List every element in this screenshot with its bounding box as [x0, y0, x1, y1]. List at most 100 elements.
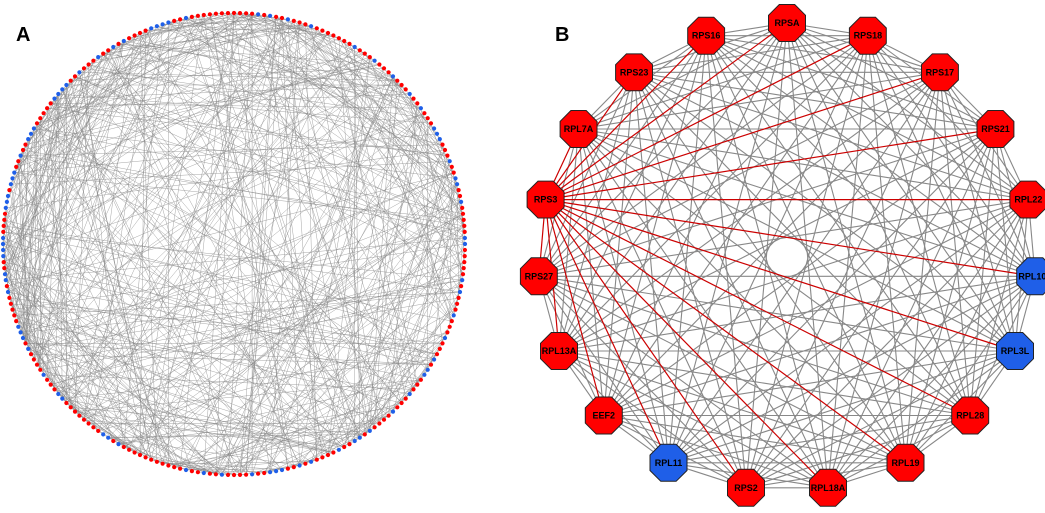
network-a-node	[5, 289, 11, 295]
network-a-node	[116, 442, 121, 447]
network-a-edge	[293, 309, 456, 468]
network-a-node	[121, 38, 126, 44]
node-label: RPS27	[525, 271, 554, 281]
network-a-edge	[83, 419, 345, 448]
network-a-node	[285, 466, 290, 471]
network-a-node	[8, 182, 13, 187]
network-a-node	[456, 295, 461, 300]
network-a-edge	[20, 155, 283, 471]
network-a-node	[279, 467, 285, 473]
network-a-node	[91, 425, 96, 430]
network-b-edge	[668, 414, 971, 464]
network-a-edge	[74, 64, 89, 412]
network-a-edge	[392, 76, 454, 173]
network-a-node	[20, 335, 26, 341]
network-a-node	[154, 459, 159, 464]
network-a-node	[219, 472, 224, 477]
network-a-node	[462, 260, 467, 265]
network-a-edge	[66, 50, 360, 404]
network-b-edge	[578, 128, 906, 464]
network-a-node	[31, 126, 36, 131]
network-a-edge	[123, 225, 465, 448]
network-a-node	[425, 116, 430, 121]
network-a-edge	[25, 50, 109, 344]
network-a-edge	[129, 37, 421, 109]
network-a-edge	[145, 16, 277, 31]
network-a-node	[347, 41, 352, 47]
network-a-edge	[191, 149, 446, 472]
network-b-node-rps17: RPS17	[921, 53, 959, 92]
network-a-edge	[233, 12, 428, 370]
network-a-edge	[50, 13, 253, 104]
network-b-edge	[578, 35, 869, 130]
network-b-edge	[558, 71, 941, 352]
panel-a-label: A	[16, 24, 31, 46]
network-a-edge	[203, 14, 454, 173]
node-label: RPL7A	[564, 124, 594, 134]
network-a-node	[262, 12, 267, 18]
network-b-node-eef2: EEF2	[584, 396, 623, 435]
network-a-node	[231, 10, 237, 16]
network-b-edge	[867, 35, 971, 416]
network-a-node	[297, 463, 302, 468]
network-a-node	[268, 13, 273, 18]
network-a-edge	[79, 213, 464, 416]
network-a-node	[244, 11, 249, 16]
network-a-edge	[25, 343, 146, 458]
network-a-node	[34, 121, 40, 126]
network-a-edge	[4, 133, 32, 269]
node-label: RPSA	[774, 18, 800, 28]
network-a-edge	[269, 22, 300, 473]
network-a-edge	[50, 103, 448, 156]
network-a-node	[362, 432, 367, 437]
network-a-node	[381, 66, 387, 71]
network-b-edge	[939, 72, 1036, 277]
network-a-edge	[103, 53, 402, 404]
network-b-edge	[634, 35, 868, 73]
network-a-edge	[310, 26, 380, 424]
node-octagon	[996, 332, 1034, 370]
network-a-node	[262, 470, 267, 476]
network-b-edge	[905, 275, 1036, 464]
network-a-edge	[129, 449, 222, 475]
network-a-node	[440, 341, 445, 346]
network-a-node	[461, 217, 466, 222]
network-b-edge	[633, 72, 747, 488]
network-a-edge	[4, 219, 446, 339]
network-a-node	[415, 382, 420, 387]
network-b-edge	[538, 71, 941, 277]
network-a-node	[166, 463, 171, 468]
network-a-node	[425, 367, 430, 372]
node-octagon	[615, 53, 653, 92]
network-b-hub-edge	[545, 128, 996, 201]
network-a-edge	[369, 57, 453, 322]
network-a-node	[48, 382, 53, 387]
network-b-edge	[558, 350, 971, 417]
network-a-node	[34, 362, 40, 367]
network-a-edge	[299, 231, 465, 466]
network-a-edge	[305, 24, 461, 293]
network-a-edge	[430, 178, 456, 365]
network-a-node	[12, 313, 17, 318]
node-octagon	[768, 4, 806, 42]
network-a-edge	[3, 93, 59, 257]
node-octagon	[687, 16, 726, 55]
network-a-edge	[108, 434, 365, 438]
network-a-node	[460, 278, 465, 283]
network-a-edge	[442, 144, 463, 281]
network-a-edge	[209, 14, 289, 469]
network-a-edge	[281, 17, 300, 466]
network-a-edge	[221, 108, 422, 475]
network-a-node	[5, 193, 11, 199]
panel-b-label: B	[555, 24, 570, 46]
network-a-edge	[203, 14, 271, 473]
network-a-edge	[30, 172, 454, 355]
network-b-edge	[633, 72, 829, 489]
network-a-node	[60, 87, 65, 92]
network-a-edge	[327, 184, 458, 456]
node-label: EEF2	[593, 411, 616, 421]
network-a-node	[183, 467, 189, 473]
network-a-node	[303, 461, 308, 466]
network-a-node	[460, 205, 465, 210]
network-a-node	[26, 346, 31, 351]
